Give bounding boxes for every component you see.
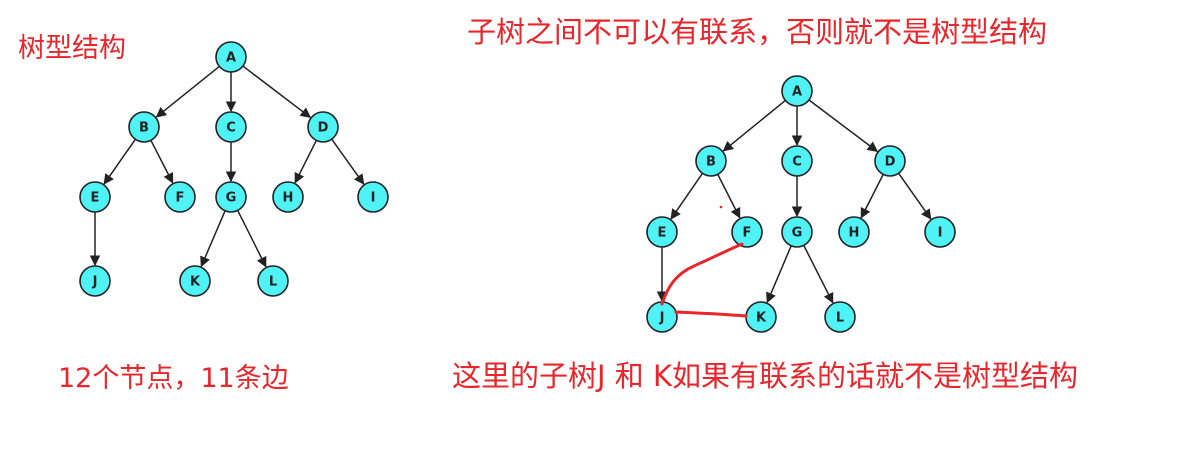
node-circle [179, 265, 211, 297]
node-A: A [781, 75, 813, 107]
node-J: J [79, 265, 111, 297]
caption-subtree-link-note: 这里的子树J 和 K如果有联系的话就不是树型结构 [452, 359, 1079, 393]
node-label: G [226, 191, 237, 206]
title-subtree-rule: 子树之间不可以有联系，否则就不是树型结构 [467, 15, 1048, 49]
node-circle [272, 181, 304, 213]
node-circle [646, 216, 678, 248]
red-link-annotation [660, 205, 748, 318]
node-circle [164, 181, 196, 213]
node-label: F [743, 226, 752, 241]
node-circle [215, 41, 247, 73]
red-link-f-to-j [660, 242, 744, 306]
edge-A-B [155, 65, 220, 118]
edge-D-I [331, 138, 365, 185]
node-label: I [371, 191, 376, 206]
node-E: E [646, 216, 678, 248]
node-label: J [92, 275, 98, 290]
edge-D-H [294, 140, 317, 184]
node-label: B [706, 155, 716, 170]
node-L: L [824, 301, 856, 333]
node-circle [128, 111, 160, 143]
node-B: B [128, 111, 160, 143]
node-label: K [190, 275, 201, 290]
node-label: E [91, 191, 100, 206]
node-L: L [257, 265, 289, 297]
edge-B-F [150, 139, 174, 184]
node-I: I [924, 216, 956, 248]
node-H: H [838, 216, 870, 248]
node-circle [79, 265, 111, 297]
node-F: F [731, 216, 763, 248]
edge-G-L [237, 210, 267, 268]
node-label: I [938, 226, 943, 241]
node-H: H [272, 181, 304, 213]
edge-A-D [242, 65, 312, 118]
node-label: D [318, 121, 329, 136]
node-I: I [357, 181, 389, 213]
node-label: K [756, 311, 767, 326]
node-label: L [269, 275, 277, 290]
node-C: C [215, 111, 247, 143]
edge-G-L [803, 245, 834, 304]
tree-right: A B C D E F G H I J K L [646, 75, 956, 333]
node-circle [781, 75, 813, 107]
node-circle [874, 145, 906, 177]
node-A: A [215, 41, 247, 73]
node-label: D [885, 155, 896, 170]
node-circle [79, 181, 111, 213]
edge-G-K [766, 245, 792, 304]
red-dot [719, 205, 723, 209]
node-circle [357, 181, 389, 213]
node-label: A [792, 85, 802, 100]
edge-D-H [860, 174, 884, 219]
node-G: G [781, 216, 813, 248]
node-circle [824, 301, 856, 333]
node-circle [781, 216, 813, 248]
caption-node-edge-count: 12个节点，11条边 [58, 363, 289, 394]
node-label: E [658, 226, 667, 241]
node-K: K [745, 301, 777, 333]
node-F: F [164, 181, 196, 213]
node-circle [838, 216, 870, 248]
node-circle [257, 265, 289, 297]
node-label: J [659, 311, 665, 326]
edge-B-E [670, 172, 704, 220]
node-circle [215, 111, 247, 143]
edge-D-I [898, 172, 932, 220]
node-label: A [226, 51, 236, 66]
edge-B-F [717, 174, 741, 219]
node-D: D [874, 145, 906, 177]
node-circle [781, 145, 813, 177]
node-label: H [849, 226, 860, 241]
node-label: C [226, 121, 236, 136]
node-label: H [283, 191, 294, 206]
node-C: C [781, 145, 813, 177]
title-tree-structure: 树型结构 [18, 33, 126, 64]
node-J: J [646, 301, 678, 333]
node-label: G [792, 226, 803, 241]
node-circle [695, 145, 727, 177]
node-K: K [179, 265, 211, 297]
red-link-j-to-k [674, 310, 748, 318]
node-label: B [139, 121, 149, 136]
node-label: F [176, 191, 185, 206]
node-circle [215, 181, 247, 213]
tree-left: A B C D E F G H I J K L [79, 41, 389, 297]
node-D: D [307, 111, 339, 143]
node-circle [307, 111, 339, 143]
edge-G-K [200, 210, 226, 268]
edge-A-B [722, 99, 786, 152]
edge-A-D [808, 99, 879, 153]
node-E: E [79, 181, 111, 213]
edge-B-E [103, 138, 137, 185]
node-label: L [836, 311, 844, 326]
node-G: G [215, 181, 247, 213]
node-circle [731, 216, 763, 248]
node-B: B [695, 145, 727, 177]
node-circle [924, 216, 956, 248]
node-label: C [792, 155, 802, 170]
